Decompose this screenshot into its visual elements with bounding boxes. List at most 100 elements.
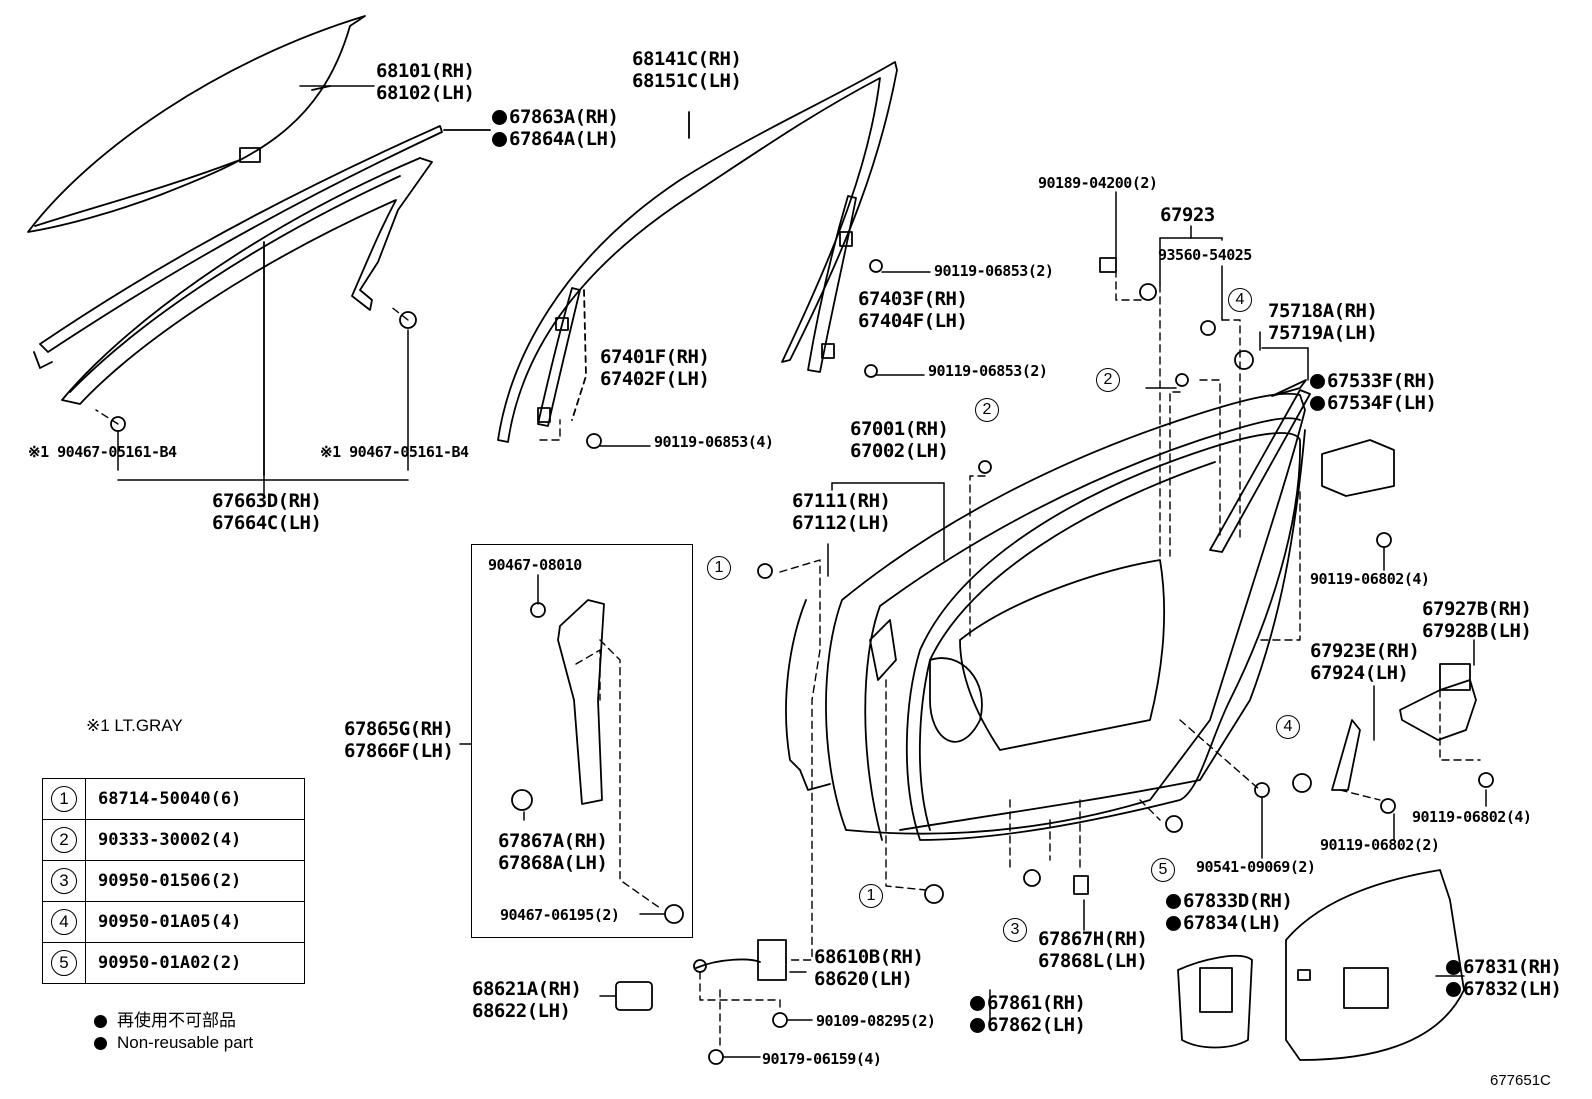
- callout-2: 2: [1096, 368, 1120, 392]
- label-67864A: 67864A(LH): [492, 128, 619, 150]
- weatherstrip-drawing: [905, 432, 1301, 841]
- label-67866F: 67866F(LH): [344, 740, 454, 762]
- label-67863A: 67863A(RH): [492, 106, 619, 128]
- legend-part-number: 90333-30002(4): [85, 819, 305, 861]
- front-garnish-drawing: [1271, 379, 1307, 397]
- callout-1: 1: [707, 556, 731, 580]
- label-67831: 67831(RH): [1446, 956, 1562, 978]
- door-shell-drawing: [825, 392, 1306, 841]
- legend-number: 5: [51, 950, 77, 976]
- label-67001: 67001(RH): [850, 418, 949, 440]
- legend-number-cell: 2: [42, 819, 86, 861]
- front-channel-drawing: [537, 287, 587, 427]
- label-67111: 67111(RH): [792, 490, 891, 512]
- label-90189: 90189-04200(2): [1038, 174, 1158, 192]
- label-68620: 68620(LH): [814, 968, 913, 990]
- label-67401F: 67401F(RH): [600, 346, 710, 368]
- legend-number-cell: 1: [42, 778, 86, 820]
- door-glass-drawing: [27, 15, 366, 233]
- label-68141C: 68141C(RH): [632, 48, 742, 70]
- label-68151C: 68151C(LH): [632, 70, 742, 92]
- label-90119-06802-2: 90119-06802(2): [1320, 836, 1440, 854]
- legend-part-number: 90950-01506(2): [85, 860, 305, 902]
- inner-belt-drawing: [1209, 389, 1311, 553]
- pad-block-drawing: [1321, 439, 1395, 497]
- legend-row: 5 90950-01A02(2): [42, 942, 305, 984]
- legend-number-cell: 4: [42, 901, 86, 943]
- label-67002: 67002(LH): [850, 440, 949, 462]
- latch-bracket-drawing: [1399, 663, 1477, 741]
- non-reusable-dot: [94, 1015, 107, 1028]
- label-90541: 90541-09069(2): [1196, 858, 1316, 876]
- non-reusable-dot: [492, 132, 507, 147]
- legend-row: 3 90950-01506(2): [42, 860, 305, 902]
- legend-part-number: 68714-50040(6): [85, 778, 305, 820]
- non-reusable-dot: [1310, 396, 1325, 411]
- label-67923: 67923: [1160, 204, 1215, 226]
- label-67928B: 67928B(LH): [1422, 620, 1532, 642]
- non-reusable-dot: [1166, 894, 1181, 909]
- color-note: ※1 LT.GRAY: [86, 716, 183, 735]
- label-75719A: 75719A(LH): [1268, 322, 1378, 344]
- callout-1: 1: [859, 884, 883, 908]
- dashed-lines: [95, 269, 1481, 1051]
- legend-number-cell: 3: [42, 860, 86, 902]
- label-90467-right: ※1 90467-05161-B4: [320, 443, 469, 461]
- legend-part-number: 90950-01A02(2): [85, 942, 305, 984]
- door-check-drawing: [693, 939, 787, 981]
- label-68102: 68102(LH): [376, 82, 475, 104]
- legend-number: 2: [51, 827, 77, 853]
- label-67862: 67862(LH): [970, 1014, 1086, 1036]
- legend-row: 2 90333-30002(4): [42, 819, 305, 861]
- footnote-jp: 再使用不可部品: [94, 1006, 236, 1031]
- label-67924: 67924(LH): [1310, 662, 1409, 684]
- label-67834: 67834(LH): [1166, 912, 1282, 934]
- service-cover-large-drawing: [1285, 869, 1465, 1061]
- label-67867H: 67867H(RH): [1038, 928, 1148, 950]
- non-reusable-dot: [1446, 960, 1461, 975]
- non-reusable-dot: [94, 1037, 107, 1050]
- label-75718A: 75718A(RH): [1268, 300, 1378, 322]
- leader-lines: [117, 85, 1487, 1058]
- callout-4: 4: [1276, 715, 1300, 739]
- label-68101: 68101(RH): [376, 60, 475, 82]
- label-67923E: 67923E(RH): [1310, 640, 1420, 662]
- non-reusable-dot: [970, 1018, 985, 1033]
- label-90119-06802-4b: 90119-06802(4): [1412, 808, 1532, 826]
- label-67867A: 67867A(RH): [498, 830, 608, 852]
- label-67664C: 67664C(LH): [212, 512, 322, 534]
- legend-number: 3: [51, 868, 77, 894]
- label-68622: 68622(LH): [472, 1000, 571, 1022]
- detail-box: [471, 544, 693, 938]
- belt-moulding-drawing: [33, 125, 491, 369]
- label-90119-06853-2a: 90119-06853(2): [934, 262, 1054, 280]
- label-90179: 90179-06159(4): [762, 1050, 882, 1068]
- label-90119-06853-4: 90119-06853(4): [654, 433, 774, 451]
- door-check-bracket-drawing: [615, 981, 653, 1011]
- fastener-symbols: [110, 257, 1494, 1065]
- label-68621A: 68621A(RH): [472, 978, 582, 1000]
- callout-3: 3: [1003, 918, 1027, 942]
- label-68610B: 68610B(RH): [814, 946, 924, 968]
- callout-5: 5: [1151, 858, 1175, 882]
- drawing-number: 677651C: [1490, 1072, 1551, 1089]
- label-90119-06802-4a: 90119-06802(4): [1310, 570, 1430, 588]
- label-90467-06195: 90467-06195(2): [500, 906, 620, 924]
- non-reusable-dot: [1446, 982, 1461, 997]
- non-reusable-dot: [1166, 916, 1181, 931]
- label-67533F: 67533F(RH): [1310, 370, 1437, 392]
- legend-number-cell: 5: [42, 942, 86, 984]
- label-67868A: 67868A(LH): [498, 852, 608, 874]
- label-67833D: 67833D(RH): [1166, 890, 1293, 912]
- non-reusable-dot: [492, 110, 507, 125]
- glass-run-drawing: [497, 61, 898, 443]
- label-90119-06853-2b: 90119-06853(2): [928, 362, 1048, 380]
- label-67534F: 67534F(LH): [1310, 392, 1437, 414]
- non-reusable-dot: [1310, 374, 1325, 389]
- callout-4: 4: [1228, 288, 1252, 312]
- label-67112: 67112(LH): [792, 512, 891, 534]
- label-90467-left: ※1 90467-05161-B4: [28, 443, 177, 461]
